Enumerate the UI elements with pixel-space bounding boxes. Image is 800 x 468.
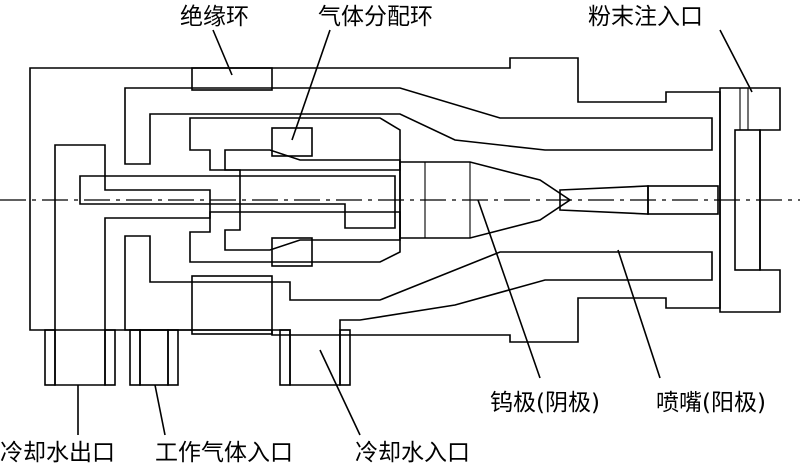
cathode-holder — [189, 117, 401, 263]
label-powder-inlet: 粉末注入口 — [588, 4, 703, 30]
insulating-ring-top — [191, 67, 273, 91]
insulating-ring-bottom — [191, 275, 273, 335]
gas-distribution-ring — [271, 127, 313, 267]
label-cooling-water-outlet: 冷却水出口 — [0, 440, 115, 466]
label-working-gas-inlet: 工作气体入口 — [155, 440, 293, 466]
label-tungsten-cathode: 钨极(阴极) — [490, 390, 600, 416]
label-cooling-water-inlet: 冷却水入口 — [355, 440, 470, 466]
label-nozzle-anode: 喷嘴(阳极) — [656, 390, 766, 416]
leader-lines — [77, 29, 753, 436]
bottom-pipes — [44, 329, 351, 386]
cooling-water-channel — [54, 87, 713, 386]
label-insulating-ring: 绝缘环 — [180, 4, 249, 30]
outer-body — [29, 57, 721, 343]
label-gas-distribution-ring: 气体分配环 — [318, 4, 433, 30]
